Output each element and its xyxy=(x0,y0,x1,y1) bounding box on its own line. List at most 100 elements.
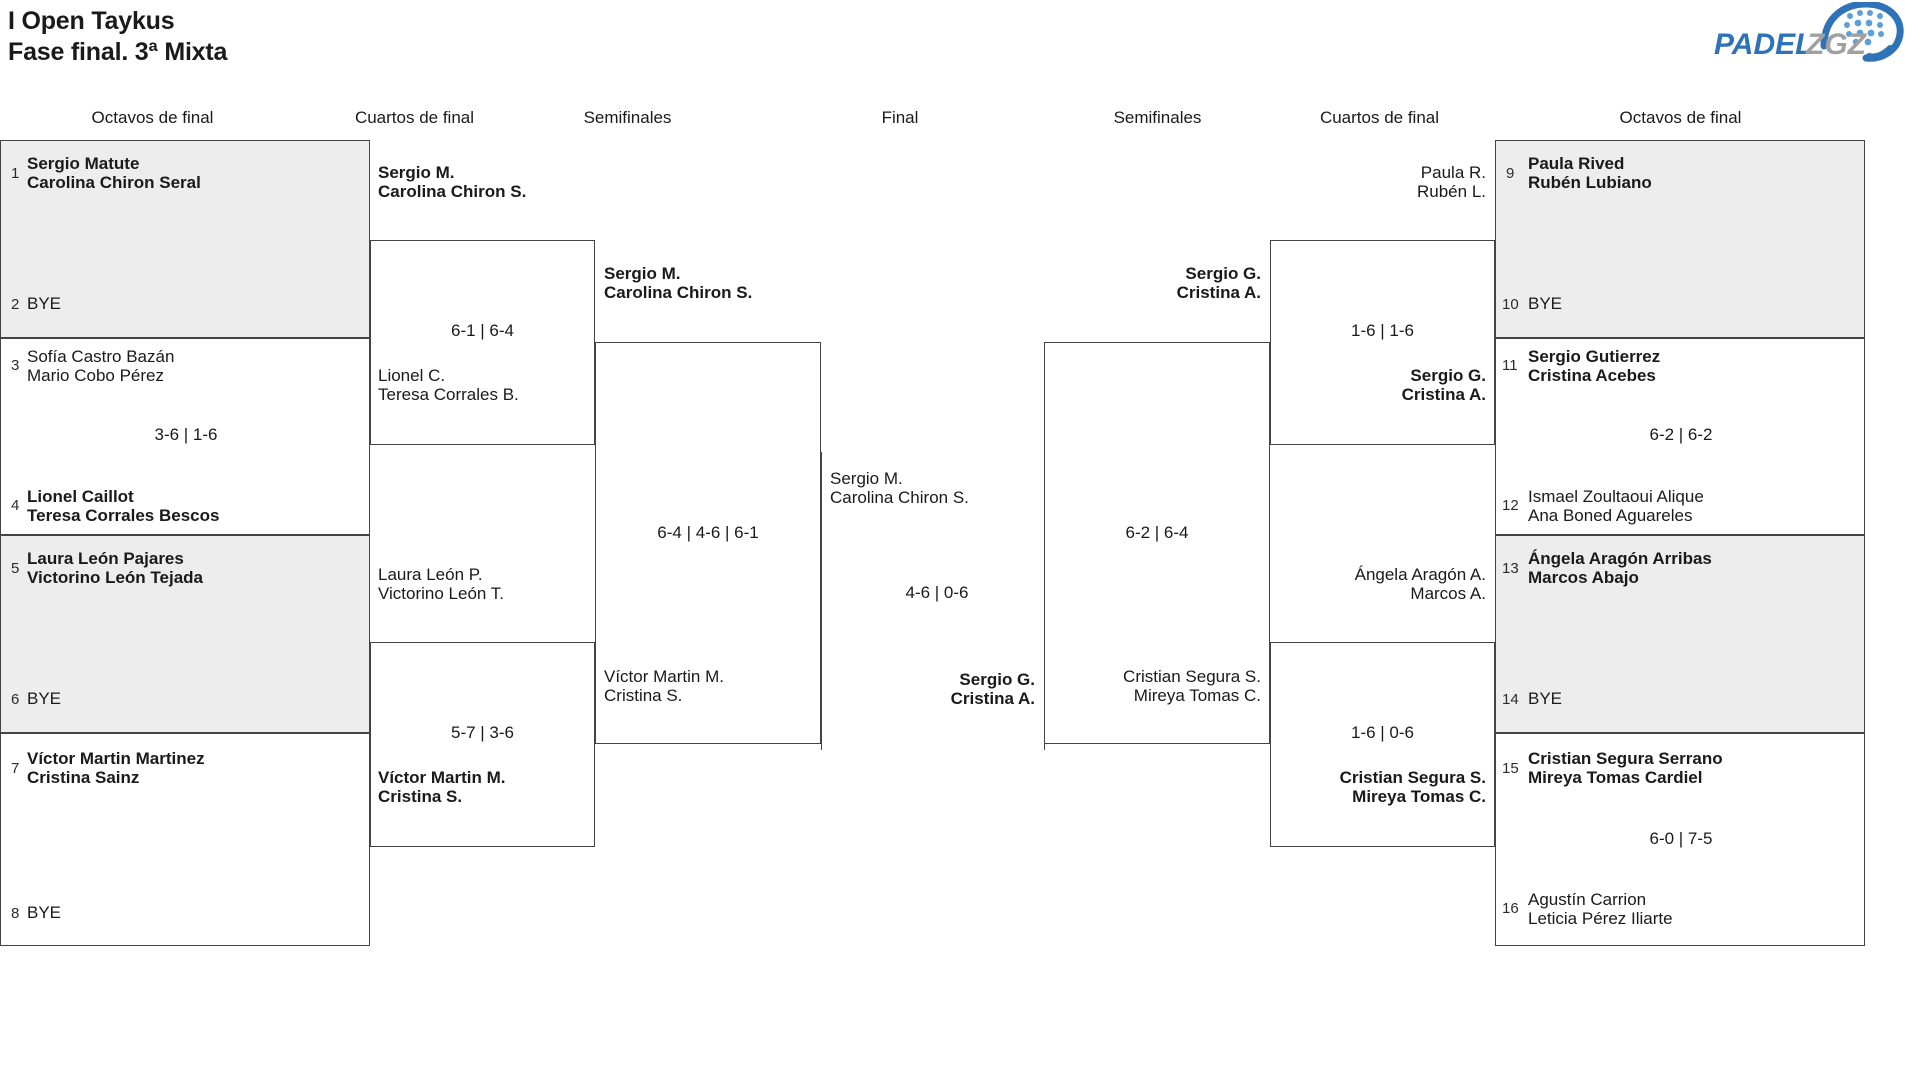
table-row[interactable]: 5 Laura León Pajares Victorino León Teja… xyxy=(0,535,370,733)
player-line-2: Cristina A. xyxy=(1176,283,1261,303)
player-line-1: BYE xyxy=(27,294,62,313)
player-line-1: Ángela Aragón A. xyxy=(1354,565,1486,584)
team-name: Ismael Zoultaoui Alique Ana Boned Aguare… xyxy=(1528,487,1704,526)
player-line-2: Cristina S. xyxy=(604,686,683,706)
round-label-final: Final xyxy=(881,108,919,127)
team-name: Sergio Matute Carolina Chiron Seral xyxy=(27,154,201,193)
player-line-1: Lionel C. xyxy=(378,366,446,385)
final-left-connector xyxy=(821,452,822,750)
match-score: 6-2 | 6-4 xyxy=(1125,523,1189,542)
seed-number: 16 xyxy=(1502,900,1519,917)
table-row[interactable]: 7 Víctor Martin Martinez Cristina Sainz … xyxy=(0,733,370,946)
seed-number: 14 xyxy=(1502,691,1519,708)
match-box-left-qf-1[interactable]: 6-1 | 6-4 xyxy=(370,240,595,445)
player-line-1: Ismael Zoultaoui Alique xyxy=(1528,487,1704,506)
player-line-2: Mireya Tomas Cardiel xyxy=(1528,768,1703,788)
player-line-1: Víctor Martin M. xyxy=(378,768,506,787)
player-line-1: Sergio G. xyxy=(1185,264,1261,283)
seed-number: 9 xyxy=(1506,165,1515,182)
player-line-1: BYE xyxy=(1528,294,1563,313)
match-box-right-qf-2[interactable]: 1-6 | 0-6 xyxy=(1270,642,1495,847)
team-name: Cristian Segura Serrano Mireya Tomas Car… xyxy=(1528,749,1723,788)
match-box-left-qf-2[interactable]: 5-7 | 3-6 xyxy=(370,642,595,847)
player-line-2: Rubén L. xyxy=(1417,182,1486,202)
sf-right-winner: Sergio G. Cristina A. xyxy=(1060,264,1261,303)
match-box-right-qf-1[interactable]: 1-6 | 1-6 xyxy=(1270,240,1495,445)
player-line-1: Paula R. xyxy=(1420,163,1486,182)
player-line-1: Sergio G. xyxy=(959,670,1035,689)
player-line-2: Marcos Abajo xyxy=(1528,568,1639,588)
match-box-right-sf[interactable]: 6-2 | 6-4 xyxy=(1044,342,1270,744)
player-line-2: Ana Boned Aguareles xyxy=(1528,506,1693,526)
player-line-2: Marcos A. xyxy=(1410,584,1486,604)
team-name: Lionel Caillot Teresa Corrales Bescos xyxy=(27,487,219,526)
player-line-1: Sergio Gutierrez xyxy=(1528,347,1661,366)
table-row[interactable]: 15 Cristian Segura Serrano Mireya Tomas … xyxy=(1495,733,1865,946)
player-line-1: Cristian Segura Serrano xyxy=(1528,749,1723,768)
player-line-2: Victorino León Tejada xyxy=(27,568,204,588)
round-label-left-sf: Semifinales xyxy=(583,108,672,127)
player-line-2: Carolina Chiron Seral xyxy=(27,173,201,193)
player-line-2: Carolina Chiron S. xyxy=(830,488,969,508)
player-line-2: Mario Cobo Pérez xyxy=(27,366,165,386)
final-right-team: Sergio G. Cristina A. xyxy=(830,670,1035,709)
player-line-1: Sofía Castro Bazán xyxy=(27,347,175,366)
team-name: Agustín Carrion Leticia Pérez Iliarte xyxy=(1528,890,1673,929)
team-name: BYE xyxy=(27,689,61,708)
team-name: Ángela Aragón Arribas Marcos Abajo xyxy=(1528,549,1712,588)
match-score: 3-6 | 1-6 xyxy=(154,425,218,444)
match-score: 6-1 | 6-4 xyxy=(450,321,514,340)
player-line-2: Carolina Chiron S. xyxy=(604,283,753,303)
round-label-left-r16: Octavos de final xyxy=(91,108,214,127)
seed-number: 5 xyxy=(11,560,20,577)
player-line-1: Sergio Matute xyxy=(27,154,140,173)
player-line-2: Cristina Sainz xyxy=(27,768,140,788)
player-line-2: Teresa Corrales Bescos xyxy=(27,506,220,526)
padelzgz-logo: PADEL ZGZ xyxy=(1706,0,1906,68)
qf-right-2-winner: Cristian Segura S. Mireya Tomas C. xyxy=(1286,768,1486,807)
team-name: Laura León Pajares Victorino León Tejada xyxy=(27,549,203,588)
match-box-left-sf[interactable]: 6-4 | 4-6 | 6-1 xyxy=(595,342,821,744)
round-label-right-sf: Semifinales xyxy=(1113,108,1202,127)
player-line-2: Cristina S. xyxy=(378,787,463,807)
player-line-1: Cristian Segura S. xyxy=(1123,667,1261,686)
team-name: Paula Rived Rubén Lubiano xyxy=(1528,154,1652,193)
player-line-1: Sergio M. xyxy=(604,264,681,283)
player-line-1: Paula Rived xyxy=(1528,154,1625,173)
player-line-2: Mireya Tomas C. xyxy=(1352,787,1486,807)
table-row[interactable]: 9 Paula Rived Rubén Lubiano 10 BYE xyxy=(1495,140,1865,338)
player-line-1: Lionel Caillot xyxy=(27,487,134,506)
player-line-2: Teresa Corrales B. xyxy=(378,385,519,405)
player-line-1: Laura León Pajares xyxy=(27,549,184,568)
match-score: 6-0 | 7-5 xyxy=(1649,829,1713,848)
team-name: Sergio Gutierrez Cristina Acebes xyxy=(1528,347,1660,386)
seed-number: 13 xyxy=(1502,560,1519,577)
player-line-1: Agustín Carrion xyxy=(1528,890,1647,909)
player-line-1: BYE xyxy=(27,903,62,922)
seed-number: 1 xyxy=(11,165,20,182)
team-name: Víctor Martin Martinez Cristina Sainz xyxy=(27,749,205,788)
sf-right-loser: Cristian Segura S. Mireya Tomas C. xyxy=(1060,667,1261,706)
seed-number: 15 xyxy=(1502,760,1519,777)
table-row[interactable]: 13 Ángela Aragón Arribas Marcos Abajo 14… xyxy=(1495,535,1865,733)
seed-number: 7 xyxy=(11,760,20,777)
padelzgz-logo-icon: PADEL ZGZ xyxy=(1714,0,1904,62)
qf-left-2-loser: Laura León P. Victorino León T. xyxy=(378,565,504,604)
table-row[interactable]: 3 Sofía Castro Bazán Mario Cobo Pérez 3-… xyxy=(0,338,370,535)
round-label-left-qf: Cuartos de final xyxy=(354,108,475,127)
seed-number: 12 xyxy=(1502,497,1519,514)
final-left-team: Sergio M. Carolina Chiron S. xyxy=(830,469,969,508)
player-line-2: Mireya Tomas C. xyxy=(1133,686,1261,706)
player-line-1: Sergio M. xyxy=(378,163,455,182)
player-line-1: Ángela Aragón Arribas xyxy=(1528,549,1712,568)
seed-number: 6 xyxy=(11,691,20,708)
match-score: 6-2 | 6-2 xyxy=(1649,425,1713,444)
sf-left-loser: Víctor Martin M. Cristina S. xyxy=(604,667,724,706)
table-row[interactable]: 1 Sergio Matute Carolina Chiron Seral 2 … xyxy=(0,140,370,338)
player-line-2: Leticia Pérez Iliarte xyxy=(1528,909,1673,929)
team-name: BYE xyxy=(1528,294,1562,313)
player-line-1: BYE xyxy=(27,689,62,708)
tournament-phase: Fase final. 3ª Mixta xyxy=(8,37,228,66)
table-row[interactable]: 11 Sergio Gutierrez Cristina Acebes 6-2 … xyxy=(1495,338,1865,535)
